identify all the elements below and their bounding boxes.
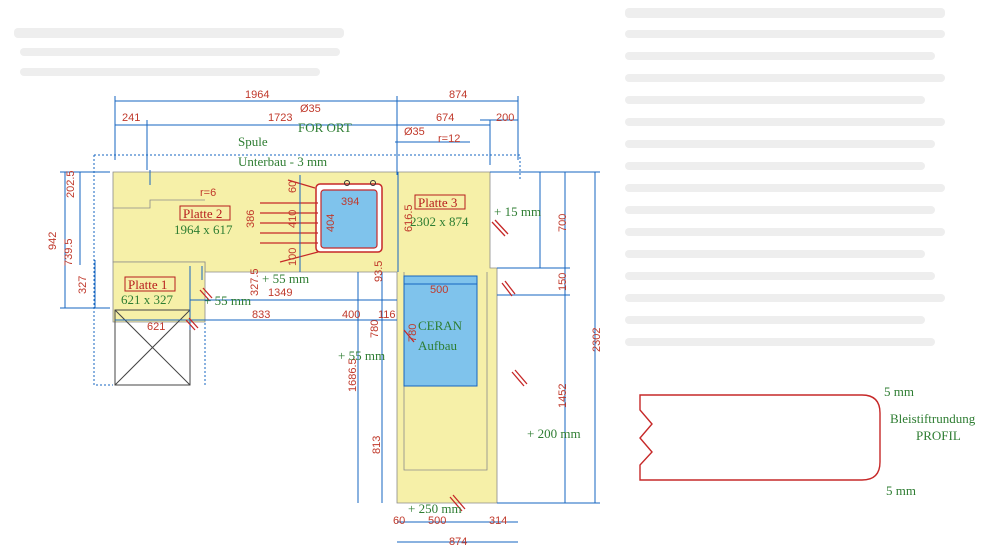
dim-116: 116: [378, 309, 396, 321]
dim-874-bottom: 874: [449, 536, 467, 548]
label-plus55-b: + 55 mm: [204, 293, 251, 308]
dim-813: 813: [371, 436, 383, 454]
dim-200: 200: [496, 112, 514, 124]
dim-phi35-a: Ø35: [300, 103, 321, 115]
label-platte2: Platte 2: [183, 206, 222, 221]
dimension-lines: [60, 96, 600, 543]
dim-314: 314: [489, 515, 507, 527]
label-plus15: + 15 mm: [494, 204, 541, 219]
label-unterbau: Unterbau - 3 mm: [238, 154, 327, 169]
dim-1723: 1723: [268, 112, 292, 124]
dim-386: 386: [245, 210, 257, 228]
label-plus200: + 200 mm: [527, 426, 581, 441]
dim-394: 394: [341, 196, 359, 208]
dim-874-top: 874: [449, 89, 467, 101]
dim-100: 100: [287, 248, 299, 266]
dim-241: 241: [122, 112, 140, 124]
dim-150: 150: [557, 273, 569, 291]
profile-5mm-top: 5 mm: [884, 384, 914, 399]
platte2-box: [179, 205, 231, 221]
cut-marks: [185, 219, 528, 512]
dim-60-sink: 60: [287, 181, 299, 193]
dim-phi35-b: Ø35: [404, 126, 425, 138]
label-profil: PROFIL: [916, 428, 961, 443]
label-platte3: Platte 3: [418, 195, 457, 210]
dim-739-5: 739.5: [63, 238, 75, 266]
dim-1686-5: 1686.5: [347, 358, 359, 392]
edge-profile-detail: 5 mm 5 mm Bleistiftrundung PROFIL: [639, 384, 976, 498]
dim-833: 833: [252, 309, 270, 321]
blurred-text-area: [14, 8, 945, 346]
dim-404: 404: [325, 214, 337, 232]
plan-labels: FOR ORT Spule Unterbau - 3 mm Platte 2 1…: [121, 120, 581, 516]
dim-410: 410: [287, 210, 299, 228]
dim-2302: 2302: [591, 328, 603, 352]
unterbau-outline: [93, 154, 521, 386]
dim-1349: 1349: [268, 287, 292, 299]
label-ceran: CERAN: [418, 318, 463, 333]
dim-r12: r=12: [438, 133, 460, 145]
dim-500-ceran: 500: [430, 284, 448, 296]
base-cabinet-left: [114, 309, 191, 386]
dim-616-5: 616.5: [403, 204, 415, 232]
dim-621: 621: [147, 321, 165, 333]
dim-400: 400: [342, 309, 360, 321]
dim-327-left: 327: [77, 276, 89, 294]
dim-1964: 1964: [245, 89, 269, 101]
sink-dimension-leaders: [260, 179, 319, 263]
label-platte1-size: 621 x 327: [121, 292, 174, 307]
label-plus250: + 250 mm: [408, 501, 462, 516]
dim-942: 942: [47, 232, 59, 250]
dim-500-bottom: 500: [428, 515, 446, 527]
dimension-texts: 1964 874 Ø35 1723 674 241 200 Ø35 r=12 r…: [47, 89, 603, 548]
sink: [315, 180, 383, 253]
label-plus55-a: + 55 mm: [262, 271, 309, 286]
platte1-box: [124, 276, 176, 292]
label-platte1: Platte 1: [128, 277, 167, 292]
platte3-box: [414, 194, 466, 210]
dim-93-5: 93.5: [373, 261, 385, 282]
label-bleistiftrundung: Bleistiftrundung: [890, 411, 976, 426]
dim-780-a: 780: [369, 320, 381, 338]
platte2-notch-line: [113, 199, 205, 209]
dim-780-b: 780: [407, 324, 419, 342]
label-plus55-c: + 55 mm: [338, 348, 385, 363]
dim-674: 674: [436, 112, 454, 124]
label-platte2-size: 1964 x 617: [174, 222, 233, 237]
label-spule: Spule: [238, 134, 268, 149]
label-for-ort: FOR ORT: [298, 120, 352, 135]
dim-700: 700: [557, 214, 569, 232]
label-platte3-size: 2302 x 874: [410, 214, 469, 229]
dim-1452: 1452: [557, 384, 569, 408]
profile-outline: [639, 394, 881, 481]
profile-5mm-bottom: 5 mm: [886, 483, 916, 498]
dim-202-5: 202.5: [65, 170, 77, 198]
label-aufbau: Aufbau: [418, 338, 457, 353]
dim-327-5: 327.5: [249, 268, 261, 296]
dim-r6: r=6: [200, 187, 216, 199]
dim-60-bottom: 60: [393, 515, 405, 527]
cooktop: [403, 275, 478, 387]
